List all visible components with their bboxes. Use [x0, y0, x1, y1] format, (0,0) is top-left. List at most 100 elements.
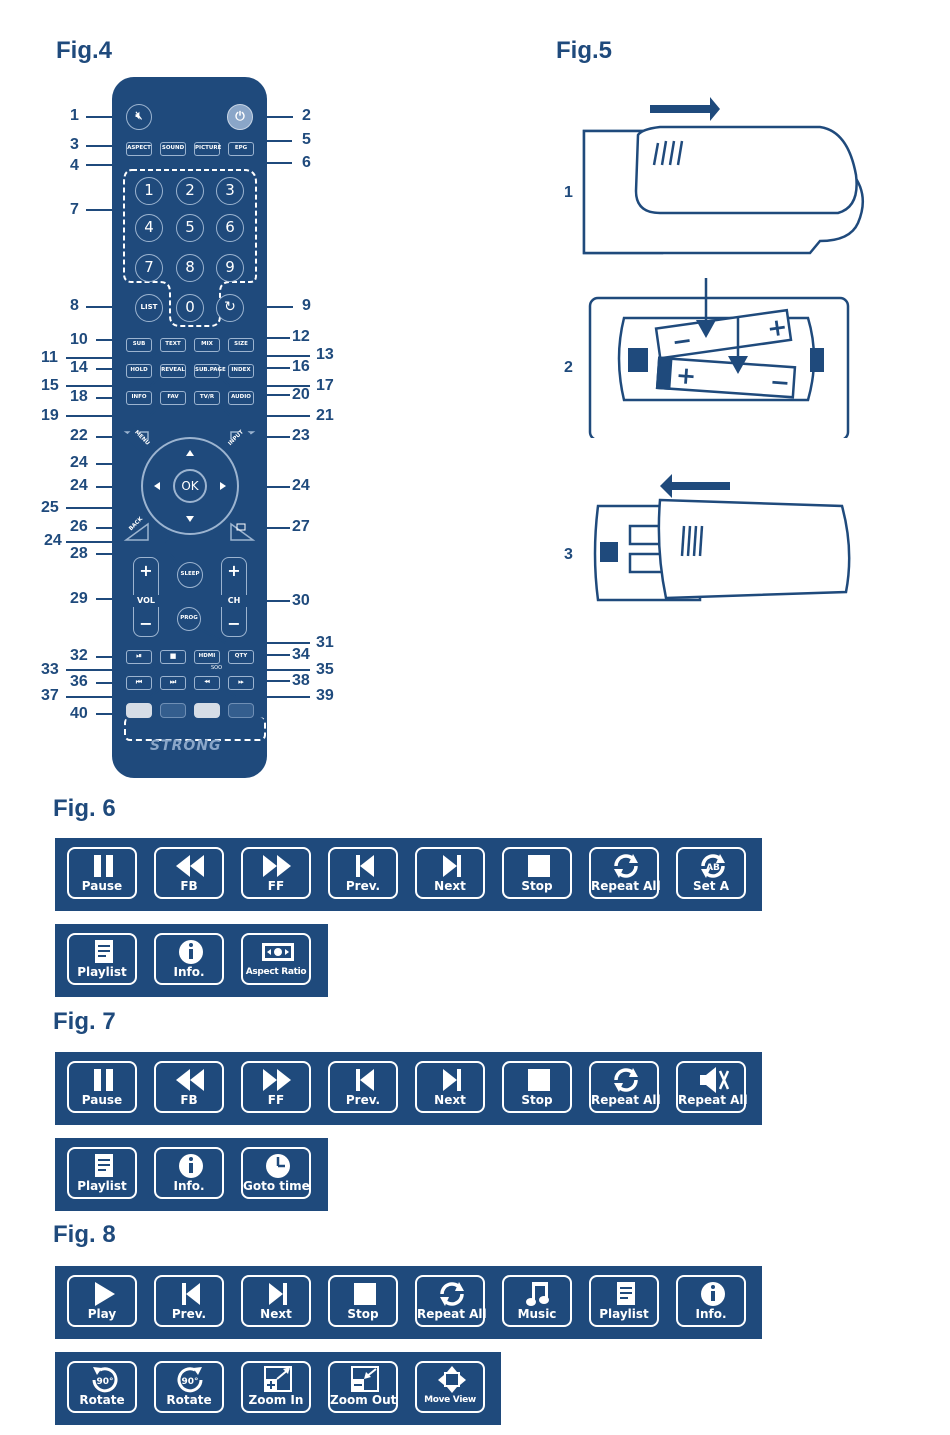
pause-button[interactable]: Pause: [67, 1061, 137, 1113]
index-button[interactable]: INDEX: [228, 364, 254, 378]
pause-button[interactable]: Pause: [67, 847, 137, 899]
playlist-button[interactable]: Playlist: [67, 933, 137, 985]
rewind-button[interactable]: ⏪︎: [194, 676, 220, 690]
callout-40: 40: [70, 705, 88, 722]
repeat-all-button[interactable]: Repeat All: [589, 847, 661, 899]
playlist-label: Playlist: [77, 1179, 127, 1193]
info-button[interactable]: Info.: [154, 1147, 224, 1199]
stop-button[interactable]: Stop: [328, 1275, 398, 1327]
list-button[interactable]: LIST: [135, 294, 163, 322]
zoom-in-label: Zoom In: [248, 1393, 304, 1407]
picture-button[interactable]: PICTURE: [194, 142, 221, 156]
digit-7-button[interactable]: 7: [135, 254, 163, 282]
play-button[interactable]: Play: [67, 1275, 137, 1327]
previous-button[interactable]: Prev.: [154, 1275, 224, 1327]
zoom-in-button[interactable]: Zoom In: [241, 1361, 311, 1413]
next-track-button[interactable]: ⏭︎: [160, 676, 186, 690]
hold-button[interactable]: HOLD: [126, 364, 152, 378]
digit-6-button[interactable]: 6: [216, 214, 244, 242]
set-a-label: Set A: [693, 879, 729, 893]
digit-3-button[interactable]: 3: [216, 177, 244, 205]
power-button[interactable]: ⏻: [227, 104, 253, 130]
yellow-button[interactable]: [194, 703, 220, 718]
stop-button[interactable]: Stop: [502, 1061, 572, 1113]
sound-button[interactable]: SOUND: [160, 142, 186, 156]
playlist-button[interactable]: Playlist: [67, 1147, 137, 1199]
text-button[interactable]: TEXT: [160, 338, 186, 352]
svg-text:+: +: [675, 361, 697, 390]
digit-0-button[interactable]: 0: [176, 294, 204, 322]
move-view-button[interactable]: Move View: [415, 1361, 485, 1413]
fav-button[interactable]: FAV: [160, 391, 186, 405]
goto-time-button[interactable]: Goto time: [241, 1147, 311, 1199]
tvr-button[interactable]: TV/R: [194, 391, 220, 405]
repeat-all-button[interactable]: Repeat All: [415, 1275, 487, 1327]
callout-33: 33: [41, 661, 59, 678]
stop-button[interactable]: ■: [160, 650, 186, 664]
aspect-ratio-button[interactable]: Aspect Ratio: [241, 933, 311, 985]
play-pause-button[interactable]: ⏯︎: [126, 650, 152, 664]
hdmi-button[interactable]: HDMI: [194, 650, 220, 664]
previous-button[interactable]: Prev.: [328, 1061, 398, 1113]
digit-9-button[interactable]: 9: [216, 254, 244, 282]
next-button[interactable]: Next: [415, 847, 485, 899]
aspect-button[interactable]: ASPECT: [126, 142, 152, 156]
size-button[interactable]: SIZE: [228, 338, 254, 352]
info-button[interactable]: Info.: [676, 1275, 746, 1327]
sub-button[interactable]: SUB: [126, 338, 152, 352]
audio-button[interactable]: AUDIO: [228, 391, 254, 405]
next-button[interactable]: Next: [241, 1275, 311, 1327]
sleep-button[interactable]: SLEEP: [177, 562, 203, 588]
blue-button[interactable]: [228, 703, 254, 718]
digit-2-button[interactable]: 2: [176, 177, 204, 205]
callout-31: 31: [316, 634, 334, 651]
playlist-label: Playlist: [599, 1307, 649, 1321]
fast-forward-button[interactable]: FF: [241, 847, 311, 899]
rotate-ccw-button[interactable]: 90° Rotate: [67, 1361, 137, 1413]
info-button[interactable]: Info.: [154, 933, 224, 985]
digit-8-button[interactable]: 8: [176, 254, 204, 282]
previous-icon: [356, 855, 374, 877]
green-button[interactable]: [160, 703, 186, 718]
fb-label: FB: [180, 879, 198, 893]
battery-cover-open-illustration: [582, 97, 865, 255]
zoom-out-icon: [351, 1366, 379, 1392]
info-button[interactable]: INFO: [126, 391, 152, 405]
digit-1-button[interactable]: 1: [135, 177, 163, 205]
callout-7: 7: [70, 201, 79, 218]
stop-button[interactable]: Stop: [502, 847, 572, 899]
mute-button[interactable]: 🔇︎: [126, 104, 152, 130]
playlist-button[interactable]: Playlist: [589, 1275, 659, 1327]
recall-button[interactable]: ↻: [216, 294, 244, 322]
set-a-button[interactable]: AB Set A: [676, 847, 746, 899]
mix-button[interactable]: MIX: [194, 338, 220, 352]
fast-forward-button[interactable]: FF: [241, 1061, 311, 1113]
prog-button[interactable]: PROG: [177, 607, 201, 631]
mute-button[interactable]: Repeat All: [676, 1061, 748, 1113]
next-label: Next: [434, 879, 466, 893]
callout-22: 22: [70, 427, 88, 444]
fast-forward-button[interactable]: ⏩︎: [228, 676, 254, 690]
rotate-cw-button[interactable]: 90° Rotate: [154, 1361, 224, 1413]
svg-text:+: +: [765, 312, 789, 343]
digit-5-button[interactable]: 5: [176, 214, 204, 242]
fast-backward-button[interactable]: FB: [154, 847, 224, 899]
reveal-button[interactable]: REVEAL: [160, 364, 186, 378]
ok-button[interactable]: OK: [181, 479, 199, 493]
previous-button[interactable]: Prev.: [328, 847, 398, 899]
digit-4-button[interactable]: 4: [135, 214, 163, 242]
repeat-all-button[interactable]: Repeat All: [589, 1061, 661, 1113]
subpage-button[interactable]: SUB.PAGE: [194, 364, 226, 378]
prev-label: Prev.: [171, 1307, 207, 1321]
qty-button[interactable]: QTY: [228, 650, 254, 664]
fast-backward-button[interactable]: FB: [154, 1061, 224, 1113]
music-button[interactable]: Music: [502, 1275, 572, 1327]
next-button[interactable]: Next: [415, 1061, 485, 1113]
zoom-out-button[interactable]: Zoom Out: [328, 1361, 398, 1413]
epg-button[interactable]: EPG: [228, 142, 254, 156]
repeat-all-label: Repeat All: [417, 1307, 487, 1321]
previous-track-button[interactable]: ⏮︎: [126, 676, 152, 690]
callout-34: 34: [292, 646, 310, 663]
red-button[interactable]: [126, 703, 152, 718]
callout-12: 12: [292, 328, 310, 345]
